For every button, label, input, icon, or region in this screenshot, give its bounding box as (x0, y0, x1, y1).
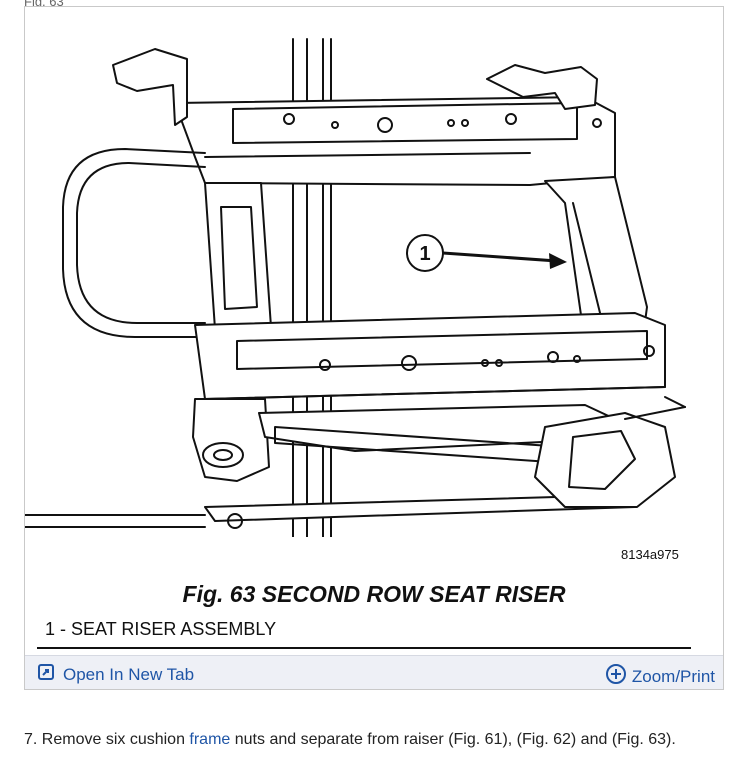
zoom-plus-icon (605, 663, 627, 690)
previous-figure-caption: Fig. 63 (24, 0, 64, 9)
callout-number: 1 (419, 243, 430, 265)
figure-legend: 1 - SEAT RISER ASSEMBLY (45, 619, 277, 639)
figure-title: Fig. 63 SECOND ROW SEAT RISER (182, 581, 566, 607)
seat-riser-illustration: 1 (25, 38, 686, 537)
zoom-print-label: Zoom/Print (631, 666, 715, 686)
figure-toolbar: Open In New Tab Zoom/Print (25, 655, 723, 689)
frame-link[interactable]: frame (189, 731, 231, 748)
instruction-step: 7. Remove six cushion frame nuts and sep… (24, 731, 676, 749)
image-code: 8134a975 (621, 547, 679, 562)
figure-card: 1 8134a975 Fig. 63 SECOND ROW SEAT RISER… (24, 6, 724, 690)
instruction-text: 7. Remove six cushion (24, 731, 190, 748)
open-in-new-tab-label: Open In New Tab (63, 664, 195, 684)
legend-divider (37, 647, 691, 649)
open-new-tab-icon (37, 663, 55, 686)
open-in-new-tab-link[interactable]: Open In New Tab (37, 663, 194, 686)
zoom-print-link[interactable]: Zoom/Print (605, 663, 715, 690)
instruction-text-rest: nuts and separate from raiser (Fig. 61),… (230, 731, 676, 748)
